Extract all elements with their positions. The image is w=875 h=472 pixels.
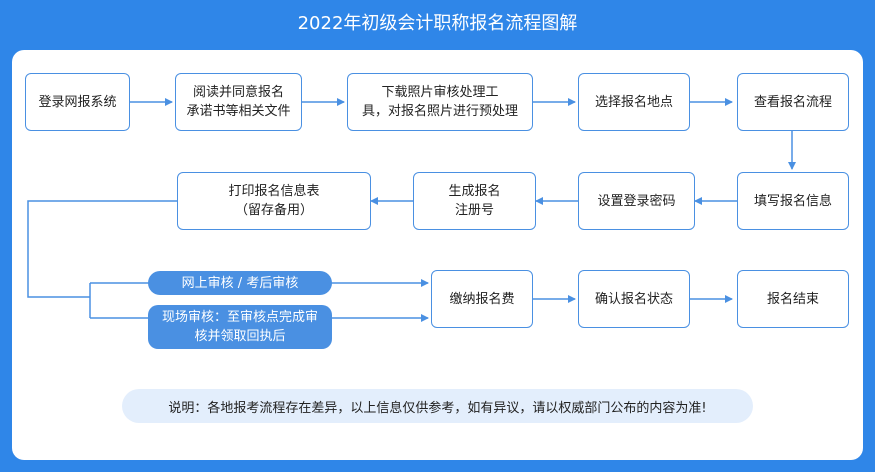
- review-online: 网上审核 / 考后审核: [148, 271, 332, 295]
- step-pay-fee: 缴纳报名费: [431, 270, 533, 328]
- step-print-form: 打印报名信息表 （留存备用）: [177, 172, 371, 230]
- step-confirm-status: 确认报名状态: [578, 270, 690, 328]
- step-photo-preprocess: 下载照片审核处理工 具，对报名照片进行预处理: [347, 73, 533, 131]
- step-set-password: 设置登录密码: [578, 172, 695, 230]
- step-login: 登录网报系统: [25, 73, 130, 131]
- review-onsite: 现场审核：至审核点完成审 核并领取回执后: [148, 305, 332, 349]
- disclaimer-note: 说明：各地报考流程存在差异，以上信息仅供参考，如有异议，请以权威部门公布的内容为…: [122, 389, 753, 423]
- step-read-agreement: 阅读并同意报名 承诺书等相关文件: [175, 73, 302, 131]
- page-title: 2022年初级会计职称报名流程图解: [297, 13, 578, 34]
- step-select-location: 选择报名地点: [578, 73, 690, 131]
- step-fill-info: 填写报名信息: [737, 172, 849, 230]
- step-generate-register-no: 生成报名 注册号: [413, 172, 536, 230]
- step-view-process: 查看报名流程: [737, 73, 849, 131]
- step-end: 报名结束: [737, 270, 849, 328]
